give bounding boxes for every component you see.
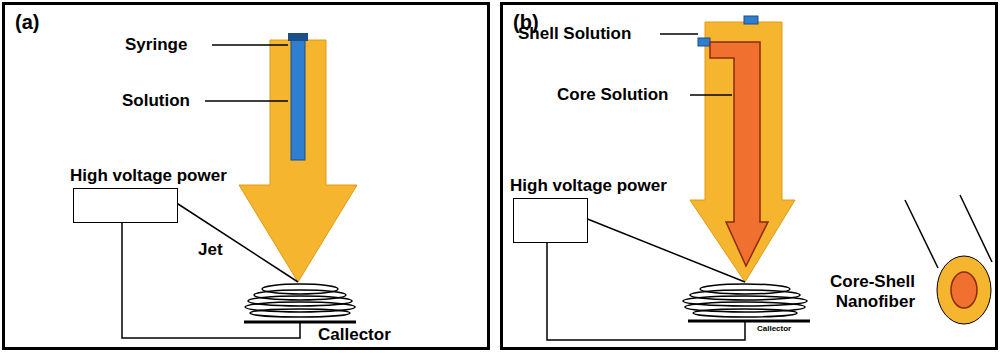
jet-spiral <box>245 284 355 317</box>
part-label: Shell Solution <box>518 24 631 44</box>
jet-spiral <box>683 284 807 317</box>
leader-line <box>205 100 288 102</box>
part-label: Callector <box>757 324 791 334</box>
wire <box>585 218 745 282</box>
box-heading: High voltage power <box>70 166 227 186</box>
part-label: Core Solution <box>557 85 668 105</box>
part-label: Syringe <box>125 35 187 55</box>
part-label: Solution <box>122 91 190 111</box>
syringe-a <box>239 33 357 282</box>
power-supply-box: High voltage power <box>513 198 588 243</box>
panel-frame: (a) High voltage power <box>2 2 490 350</box>
box-heading: High voltage power <box>510 176 667 196</box>
leader-line <box>690 94 732 96</box>
collector-plate <box>688 320 810 323</box>
panel-frame: (b)High voltage power <box>500 2 998 350</box>
wire <box>547 241 745 340</box>
part-label: Callector <box>318 325 391 345</box>
part-label: Core-Shell Nanofiber <box>800 272 915 313</box>
part-label: Jet <box>198 240 223 260</box>
coaxial-nozzle <box>690 16 795 282</box>
wire <box>175 202 298 282</box>
nanofiber-section <box>905 195 992 324</box>
leader-line <box>212 44 288 46</box>
panel-label: (a) <box>15 11 39 34</box>
power-supply-box: High voltage power <box>73 188 178 223</box>
wire <box>122 220 300 338</box>
leader-line <box>660 33 698 35</box>
